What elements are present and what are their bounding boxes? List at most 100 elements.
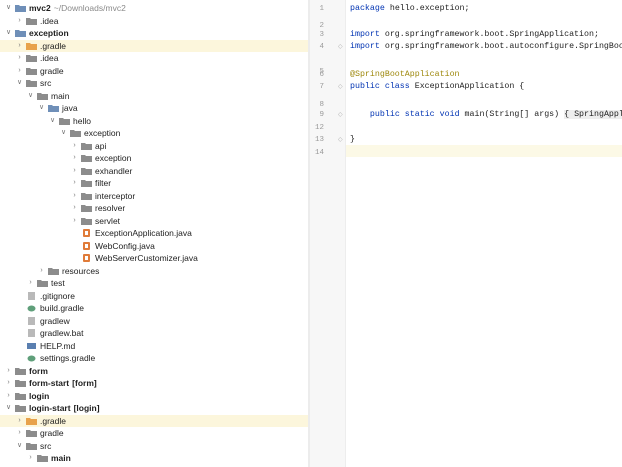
chevron-down-icon[interactable]: ∨ xyxy=(16,79,23,86)
tree-row[interactable]: ›.gradle xyxy=(0,39,308,52)
module-exception[interactable]: ∨exception xyxy=(0,27,308,39)
chevron-right-icon[interactable]: › xyxy=(73,141,76,149)
chevron-down-icon[interactable]: ∨ xyxy=(5,4,12,11)
tree-row-label: gradlew.bat xyxy=(40,327,83,339)
tree-row[interactable]: ›resolver xyxy=(0,202,308,214)
code-line[interactable]: @SpringBootApplication xyxy=(350,69,460,81)
chevron-right-icon[interactable]: › xyxy=(18,41,21,49)
folder-icon xyxy=(26,429,37,437)
tree-row-label: WebConfig.java xyxy=(95,240,155,252)
fold-marker-icon[interactable]: ◇ xyxy=(338,112,343,118)
tree-row[interactable]: gradlew.bat xyxy=(0,327,308,339)
label-text: form-start xyxy=(29,378,70,388)
tree-row[interactable]: ›.idea xyxy=(0,15,308,27)
chevron-down-icon[interactable]: ∨ xyxy=(49,116,56,124)
chevron-right-icon[interactable]: › xyxy=(29,279,32,286)
tree-row[interactable]: WebConfig.java xyxy=(0,240,308,252)
tree-row[interactable]: › main xyxy=(0,452,308,464)
label-text: .gitignore xyxy=(40,290,75,301)
chevron-right-icon[interactable]: › xyxy=(73,166,76,174)
tree-row-label: WebServerCustomizer.java xyxy=(95,252,198,264)
chevron-down-icon[interactable]: ∨ xyxy=(16,441,23,449)
code-line[interactable]: public class ExceptionApplication { xyxy=(350,81,524,93)
fold-marker-icon[interactable]: ◇ xyxy=(338,44,343,50)
chevron-right-icon[interactable]: › xyxy=(18,416,21,424)
tree-row[interactable]: ›form xyxy=(0,365,308,377)
panel-divider[interactable] xyxy=(308,0,310,467)
folder-icon xyxy=(37,454,48,462)
tree-row[interactable]: › login xyxy=(0,390,308,402)
folder-icon xyxy=(26,67,37,75)
tree-row[interactable]: settings.gradle xyxy=(0,352,308,364)
chevron-right-icon[interactable]: › xyxy=(7,366,10,374)
chevron-down-icon[interactable]: ∨ xyxy=(5,404,12,411)
tree-row[interactable]: HELP.md xyxy=(0,340,308,352)
fold-marker-icon[interactable]: ◇ xyxy=(338,137,343,143)
fold-marker-icon[interactable]: ◇ xyxy=(338,84,343,90)
tree-row[interactable]: .gitignore xyxy=(0,290,308,302)
label-text: login xyxy=(29,390,50,401)
tree-row-label: main xyxy=(51,452,71,464)
tree-row-label: exhandler xyxy=(95,165,132,177)
tree-row[interactable]: ›gradle xyxy=(0,65,308,77)
chevron-down-icon[interactable]: ∨ xyxy=(27,91,34,99)
chevron-down-icon[interactable]: ∨ xyxy=(60,129,67,136)
chevron-right-icon[interactable]: › xyxy=(7,379,10,386)
code-line[interactable]: } xyxy=(350,134,355,146)
tree-row[interactable]: build.gradle xyxy=(0,302,308,314)
chevron-right-icon[interactable]: › xyxy=(40,266,43,274)
chevron-right-icon[interactable]: › xyxy=(18,54,21,61)
tree-row[interactable]: ∨java xyxy=(0,102,308,114)
chevron-right-icon[interactable]: › xyxy=(73,204,76,211)
label-text: api xyxy=(95,140,107,151)
code-editor[interactable]: package hello.exception; import org.sprin… xyxy=(346,0,622,467)
tree-row[interactable]: ›test xyxy=(0,277,308,289)
chevron-right-icon[interactable]: › xyxy=(73,154,76,161)
chevron-right-icon[interactable]: › xyxy=(7,391,10,399)
chevron-right-icon[interactable]: › xyxy=(73,179,76,186)
tree-row[interactable]: ›gradle xyxy=(0,427,308,439)
tree-row[interactable]: ∨ exception xyxy=(0,127,308,139)
code-line[interactable]: package hello.exception; xyxy=(350,3,470,15)
tree-row[interactable]: › form-start[form] xyxy=(0,377,308,389)
tree-row[interactable]: ∨main xyxy=(0,90,308,102)
chevron-right-icon[interactable]: › xyxy=(73,216,76,224)
tree-row[interactable]: ›exception xyxy=(0,152,308,164)
module-name: [form] xyxy=(72,378,97,388)
tree-row[interactable]: ∨hello xyxy=(0,115,308,127)
tree-row[interactable]: › api xyxy=(0,140,308,152)
chevron-down-icon[interactable]: ∨ xyxy=(38,104,45,111)
tree-row[interactable]: ExceptionApplication.java xyxy=(0,227,308,239)
label-text: ExceptionApplication.java xyxy=(95,228,192,238)
code-line[interactable]: import org.springframework.boot.autoconf… xyxy=(350,41,622,53)
tree-row[interactable]: ∨src xyxy=(0,440,308,452)
label-text: mvc2 xyxy=(29,3,51,13)
tree-row[interactable]: ›.idea xyxy=(0,52,308,64)
chevron-right-icon[interactable]: › xyxy=(18,429,21,436)
tree-row[interactable]: ›resources xyxy=(0,265,308,277)
tree-row[interactable]: › exhandler xyxy=(0,165,308,177)
tree-row[interactable]: ›interceptor xyxy=(0,190,308,202)
tree-row[interactable]: gradlew xyxy=(0,315,308,327)
tree-row-label: mvc2~/Downloads/mvc2 xyxy=(29,2,126,14)
tree-row[interactable]: ›servlet xyxy=(0,215,308,227)
chevron-down-icon[interactable]: ∨ xyxy=(5,29,12,36)
chevron-right-icon[interactable]: › xyxy=(18,66,21,74)
code-line[interactable]: import org.springframework.boot.SpringAp… xyxy=(350,29,599,41)
code-token: main(String[] args) xyxy=(459,110,565,119)
folder-icon xyxy=(81,204,92,212)
folder-icon xyxy=(26,79,37,87)
tree-row[interactable]: ›.gradle xyxy=(0,414,308,427)
tree-row[interactable]: ∨src xyxy=(0,77,308,89)
chevron-right-icon[interactable]: › xyxy=(29,454,32,461)
tree-row-label: exception xyxy=(84,127,120,139)
project-root[interactable]: ∨ mvc2~/Downloads/mvc2 xyxy=(0,2,308,14)
chevron-right-icon[interactable]: › xyxy=(73,191,76,199)
tree-row[interactable]: ›filter xyxy=(0,177,308,189)
code-token: hello.exception; xyxy=(384,4,470,13)
code-line[interactable]: public static void main(String[] args) {… xyxy=(350,109,622,121)
chevron-right-icon[interactable]: › xyxy=(18,16,21,24)
tree-row[interactable]: ∨login-start[login] xyxy=(0,402,308,414)
tree-row[interactable]: WebServerCustomizer.java xyxy=(0,252,308,264)
code-token: import xyxy=(350,42,380,51)
